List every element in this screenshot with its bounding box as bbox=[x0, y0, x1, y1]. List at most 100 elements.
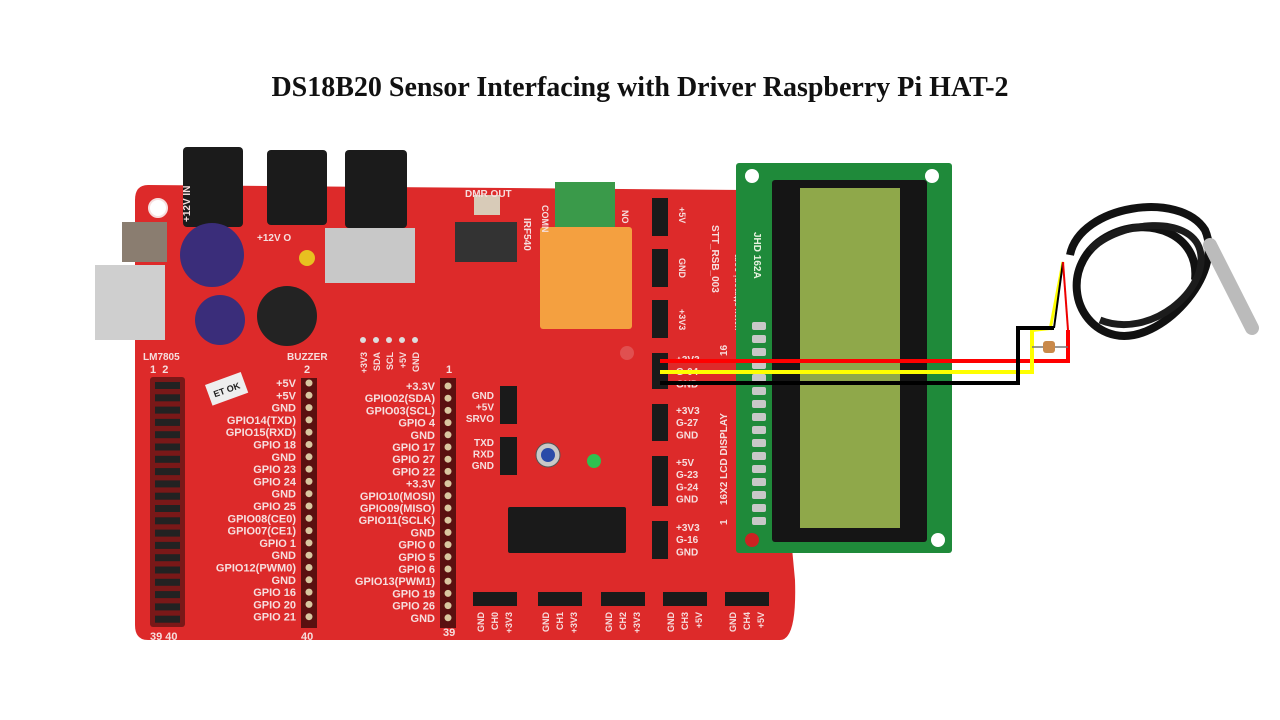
side-header-label: +5V bbox=[677, 207, 687, 223]
side-header-label: +3V3 bbox=[676, 406, 700, 417]
pin-hole bbox=[444, 614, 452, 622]
side-header-label: G-16 bbox=[676, 535, 699, 546]
lcd-pin bbox=[752, 413, 766, 421]
pin-hole bbox=[444, 406, 452, 414]
lcd-pin bbox=[752, 374, 766, 382]
pin-hole bbox=[305, 613, 313, 621]
label-relay-comn: COMN bbox=[540, 205, 550, 233]
adc-label: +3V3 bbox=[569, 612, 579, 633]
pin-hole bbox=[305, 404, 313, 412]
gpio-male-pin bbox=[155, 382, 180, 389]
label-model: STT_RSB_003 bbox=[709, 225, 720, 293]
pin-label-even: GPIO 1 bbox=[259, 538, 296, 550]
pin-hole bbox=[444, 565, 452, 573]
pin-label-odd: GPIO10(MOSI) bbox=[360, 491, 436, 503]
side-header-label: +5V bbox=[676, 458, 694, 469]
pin-hole bbox=[305, 391, 313, 399]
pin-hole bbox=[444, 394, 452, 402]
lcd-pin bbox=[752, 400, 766, 408]
side-header-label: GND bbox=[677, 258, 687, 279]
pin-label-even: GPIO08(CE0) bbox=[228, 513, 297, 525]
pin-label-even: GND bbox=[272, 452, 297, 464]
pin-hole bbox=[373, 337, 379, 343]
pin-label-even: +5V bbox=[276, 390, 297, 402]
pin-label-even: GND bbox=[272, 489, 297, 501]
label-col-even-bottom: 40 bbox=[301, 631, 313, 643]
pin-hole bbox=[305, 514, 313, 522]
side-header bbox=[652, 404, 668, 441]
servo-label: +5V bbox=[476, 403, 494, 414]
pin-headers bbox=[155, 198, 769, 628]
gpio-male-pin bbox=[155, 615, 180, 623]
page-title: DS18B20 Sensor Interfacing with Driver R… bbox=[271, 72, 1009, 103]
label-12v-in: +12V IN bbox=[182, 186, 193, 222]
adc-header bbox=[538, 592, 582, 606]
wire-gnd bbox=[660, 326, 1054, 385]
pin-hole bbox=[305, 576, 313, 584]
gpio-male-pin bbox=[155, 578, 180, 586]
pin-label-even: GPIO14(TXD) bbox=[227, 415, 296, 427]
side-header-label: GND bbox=[676, 495, 698, 506]
gpio-male-pin bbox=[155, 480, 180, 488]
gpio-male-pin bbox=[155, 492, 180, 500]
pin-hole bbox=[444, 553, 452, 561]
label-lm7805: LM7805 bbox=[143, 352, 180, 363]
gpio-male-pin bbox=[155, 517, 180, 525]
label-lcd-display: 16X2 LCD DISPLAY bbox=[719, 413, 730, 505]
pin-label-even: +5V bbox=[276, 378, 297, 390]
label-col-even-top: 2 bbox=[304, 364, 310, 376]
gpio-male-pin bbox=[155, 431, 180, 439]
pin-hole bbox=[444, 528, 452, 536]
pin-label-odd: GPIO 0 bbox=[398, 540, 435, 552]
gpio-male-pin bbox=[155, 455, 180, 463]
adc-label: GND bbox=[476, 612, 486, 633]
dmr-out-connector bbox=[474, 195, 500, 215]
pin-hole bbox=[305, 441, 313, 448]
gpio-male-pin bbox=[155, 529, 180, 537]
adc-label: GND bbox=[666, 612, 676, 633]
pin-hole bbox=[305, 379, 313, 387]
side-header-label: GND bbox=[676, 430, 698, 441]
side-header-label: +3V3 bbox=[676, 523, 700, 534]
pin-label-even: GPIO 18 bbox=[253, 440, 296, 452]
pin-hole bbox=[360, 337, 366, 343]
pullup-resistor bbox=[1043, 341, 1055, 353]
pin-label-even: GPIO 21 bbox=[253, 612, 296, 624]
pin-hole bbox=[305, 539, 313, 547]
pin-hole bbox=[305, 453, 313, 461]
pin-hole bbox=[444, 589, 452, 597]
pin-label-even: GPIO07(CE1) bbox=[228, 526, 297, 538]
lcd-pin bbox=[752, 465, 766, 473]
lcd-pin bbox=[752, 426, 766, 434]
side-header-label: G-24 bbox=[676, 482, 699, 493]
pin-hole bbox=[444, 541, 452, 549]
pin-label-even: GND bbox=[272, 550, 297, 562]
label-relay-no: NO bbox=[620, 210, 630, 224]
switch bbox=[122, 222, 167, 262]
servo-label: SRVO bbox=[466, 414, 494, 425]
pin-label-even: GPIO12(PWM0) bbox=[216, 563, 296, 575]
label-12v-out: +12V O bbox=[257, 233, 291, 244]
pin-hole bbox=[444, 443, 452, 451]
pin-hole bbox=[444, 577, 452, 585]
pin-hole bbox=[444, 516, 452, 524]
pin-label-odd: +3.3V bbox=[406, 479, 436, 491]
adc-header bbox=[663, 592, 707, 606]
pin-hole bbox=[305, 416, 313, 424]
pin-label-even: GND bbox=[272, 575, 297, 587]
pin-label-odd: GPIO 6 bbox=[398, 564, 435, 576]
adc-label: +3V3 bbox=[504, 612, 514, 633]
gpio-pin-row-odd bbox=[440, 378, 456, 628]
pin-hole bbox=[305, 477, 313, 485]
lcd-screen bbox=[800, 188, 900, 528]
side-header-label: G-27 bbox=[676, 418, 699, 429]
gpio-male-pin bbox=[155, 505, 180, 512]
pin-hole bbox=[386, 337, 392, 343]
label-lcd-pin-16: 16 bbox=[719, 344, 730, 356]
push-button-cap[interactable] bbox=[541, 448, 555, 462]
pin-hole bbox=[444, 492, 452, 500]
gpio-male-pin bbox=[155, 554, 180, 562]
pin-label-odd: GPIO13(PWM1) bbox=[355, 576, 435, 588]
uart-label: RXD bbox=[473, 450, 494, 461]
